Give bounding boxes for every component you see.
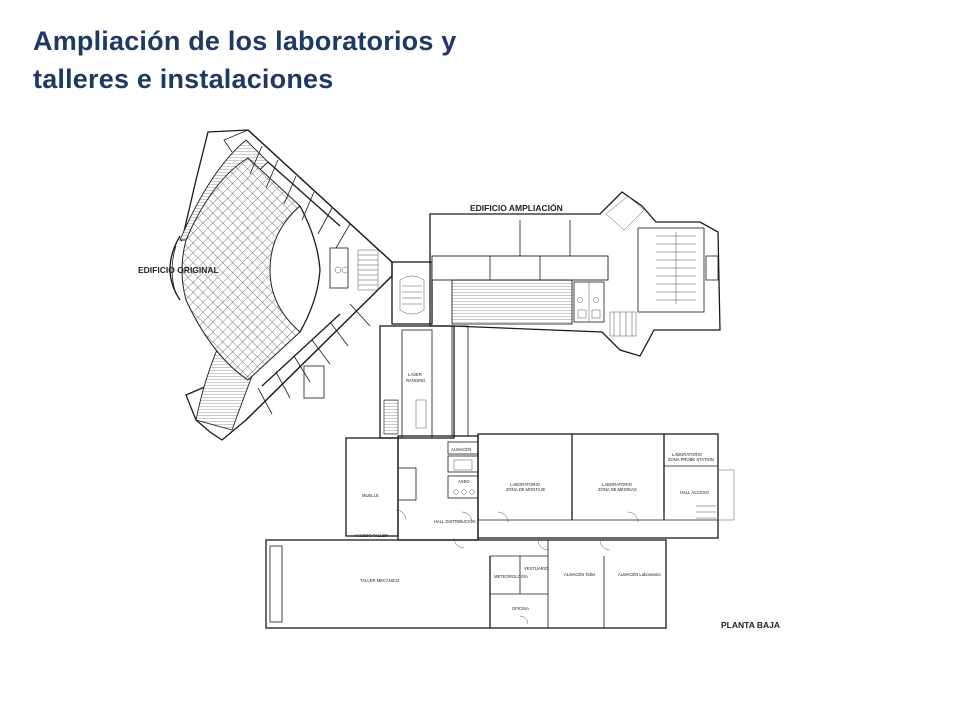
label-acceso-taller: ACCESO TALLER — [354, 533, 388, 538]
label-planta-baja: PLANTA BAJA — [721, 620, 780, 630]
label-lab-montaje-1: LABORATORIO — [510, 482, 541, 487]
label-vestuario: VESTUARIO — [524, 566, 549, 571]
original-stair-core — [329, 247, 379, 291]
label-lab-montaje-2: ZONA DE MONTAJE — [506, 487, 545, 492]
label-meteorologia: METEOROLOGÍA — [494, 574, 528, 579]
label-aseo: ASEO — [458, 479, 470, 484]
title-line-2: talleres e instalaciones — [33, 64, 334, 94]
label-lab-probe-1: LABORATORIO — [672, 452, 703, 457]
label-almacen-laboratorio: ALMACÉN Laboratorio — [618, 572, 661, 577]
label-almacen-taller: ALMACÉN Taller — [564, 572, 596, 577]
label-lab-probe-2: ZONA PROBE STATION — [668, 457, 714, 462]
auditorium-seats — [656, 232, 696, 304]
label-hall-acceso: HALL ACCESO — [680, 490, 710, 495]
label-oficina: OFICINA — [512, 606, 529, 611]
label-ranging: RANGING — [406, 378, 426, 383]
label-laser: LASER — [408, 372, 422, 377]
label-hall-distribucion: HALL DISTRIBUCIÓN — [434, 519, 476, 524]
upper-wing-rooms — [223, 129, 393, 263]
label-lab-medidas-2: ZONA DE MEDIDAS — [598, 487, 637, 492]
label-almacen-top: ALMACÉN — [451, 447, 471, 452]
connector-stair — [391, 261, 433, 325]
label-taller-mecanico: TALLER MECÁNICO — [360, 578, 400, 583]
lower-wing-rooms — [245, 275, 393, 421]
label-edificio-ampliacion: EDIFICIO AMPLIACIÓN — [470, 202, 563, 213]
slide-title: Ampliación de los laboratorios y tallere… — [33, 22, 673, 98]
original-building: EDIFICIO ORIGINAL — [138, 129, 393, 441]
title-line-1: Ampliación de los laboratorios y — [33, 26, 457, 56]
label-lab-medidas-1: LABORATORIO — [602, 482, 633, 487]
lower-block: LASER RANGING MUELLE ACCESO TALLER ALMAC… — [265, 325, 735, 629]
extension-building: EDIFICIO AMPLIACIÓN — [429, 191, 721, 357]
label-edificio-original: EDIFICIO ORIGINAL — [138, 265, 219, 275]
label-muelle: MUELLE — [362, 493, 379, 498]
